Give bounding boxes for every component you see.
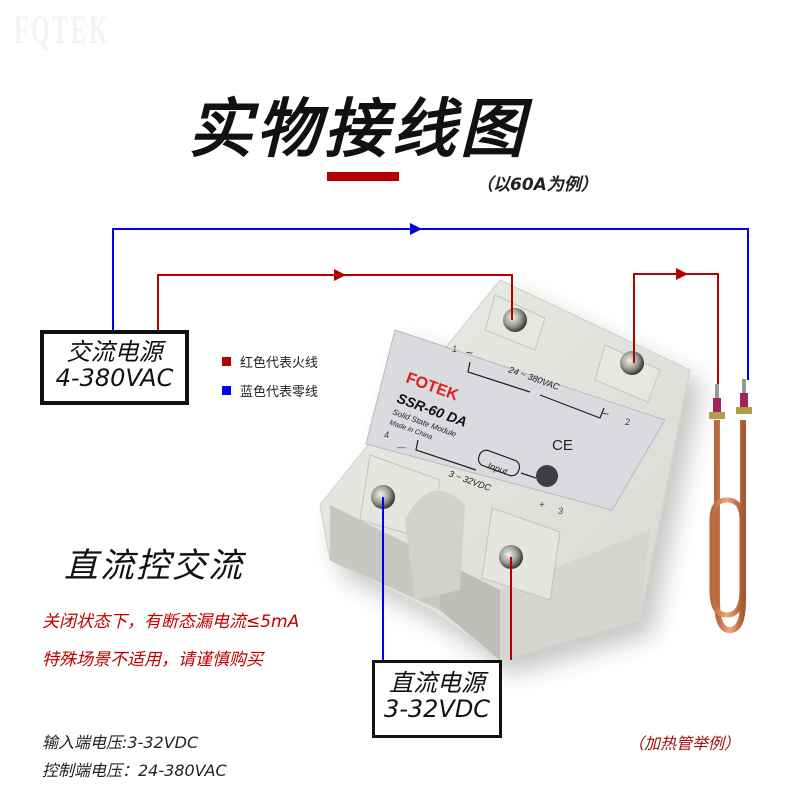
terminal-2-label: 2 <box>624 417 630 427</box>
brand-watermark: FQTEK <box>14 7 111 52</box>
page-title: 实物接线图 <box>188 93 528 167</box>
terminal-plus-label: + <box>539 500 545 511</box>
legend-label-neutral: 蓝色代表零线 <box>240 385 319 400</box>
neutral-arrow-icon <box>410 223 422 235</box>
solid-state-relay <box>319 279 691 661</box>
warning-caution: 特殊场景不适用，请谨慎购买 <box>42 650 263 670</box>
slogan-dc-controls-ac: 直流控交流 <box>64 546 244 586</box>
terminal-2-ac-symbol: ~ <box>602 407 609 421</box>
spec-input-voltage: 输入端电压:3-32VDC <box>42 733 199 752</box>
legend-item-live: 红色代表火线 <box>222 352 318 371</box>
ac-power-source-box: 交流电源 4-380VAC <box>40 330 189 405</box>
terminal-3-label: 3 <box>558 506 563 516</box>
blue-square-icon <box>222 386 231 395</box>
ac-source-voltage: 4-380VAC <box>55 363 174 392</box>
dc-source-title: 直流电源 <box>389 669 485 697</box>
dc-source-voltage: 3-32VDC <box>383 694 491 723</box>
live-arrow-icon-heater <box>676 268 688 280</box>
legend-label-live: 红色代表火线 <box>240 356 319 371</box>
heater-tube-image <box>709 379 752 634</box>
live-arrow-icon <box>334 269 346 281</box>
spec-control-voltage: 控制端电压：24-380VAC <box>42 761 227 780</box>
title-accent-bar <box>327 172 399 181</box>
terminal-2-screw <box>620 351 644 375</box>
terminal-1-label: 1 <box>452 344 457 354</box>
dc-power-source-box: 直流电源 3-32VDC <box>372 660 502 738</box>
terminal-1-screw <box>503 308 527 332</box>
warning-leakage: 关闭状态下，有断态漏电流≤5mA <box>42 612 300 632</box>
terminal-4-label: 4 <box>384 430 389 440</box>
page-subtitle: （以60A为例） <box>476 175 598 195</box>
legend-item-neutral: 蓝色代表零线 <box>222 381 318 400</box>
neutral-wire-blue <box>112 228 749 660</box>
ce-mark: CE <box>552 437 573 454</box>
indicator-led <box>536 465 558 487</box>
heater-example-label: （加热管举例） <box>628 734 741 753</box>
terminal-1-ac-symbol: ~ <box>466 346 473 360</box>
terminal-minus-label: — <box>397 442 406 452</box>
ac-source-title: 交流电源 <box>66 338 163 366</box>
red-square-icon <box>222 357 231 366</box>
